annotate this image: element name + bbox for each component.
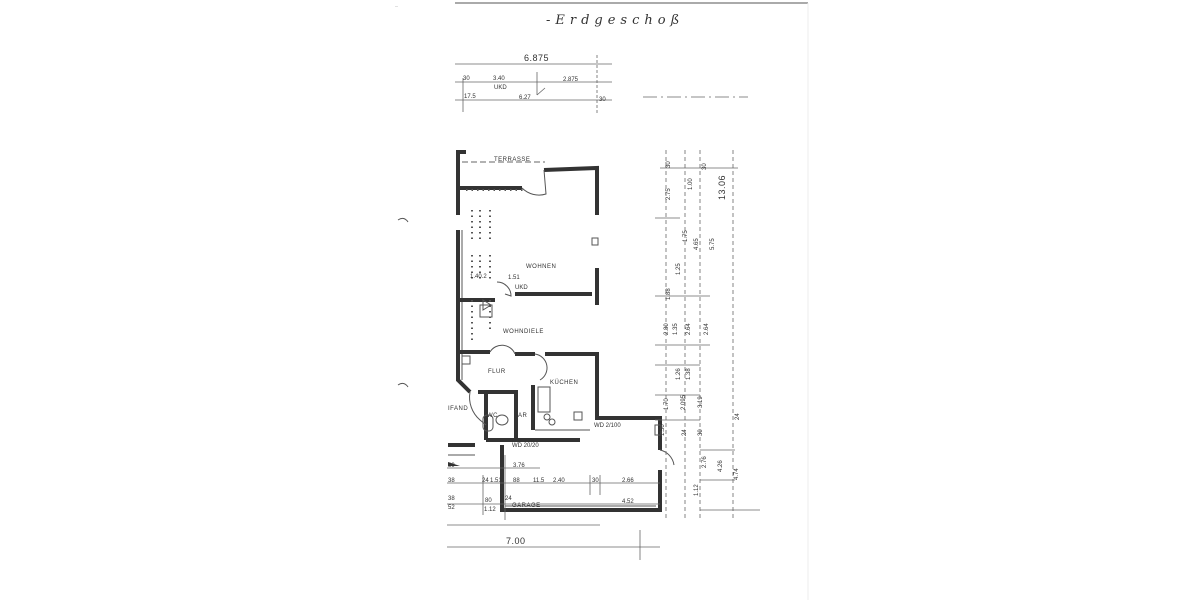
dimension-label: 1.25: [676, 263, 682, 275]
dimension-label: 30: [702, 163, 708, 170]
terrace-door: [521, 169, 547, 196]
dimension-label: 1.26: [676, 368, 682, 380]
dimension-label: 2.095: [681, 394, 687, 410]
dimension-label: 88: [513, 478, 520, 484]
room-flur: FLUR: [488, 369, 506, 375]
dimension-label: 80: [485, 498, 492, 504]
dimension-label: 3.76: [513, 463, 525, 469]
room-eingang: IFAND: [448, 406, 468, 412]
dimension-label: 6.27: [519, 95, 531, 101]
dimension-label: 1.38: [686, 368, 692, 380]
dining-furniture: [466, 189, 526, 340]
dimension-label: 1.70: [664, 398, 670, 410]
dimension-label: 11.5: [533, 478, 545, 484]
punch-hole: [397, 382, 409, 388]
dim-overall-width: 6.875: [524, 53, 549, 63]
dim-door-2: 1.40.2: [470, 274, 487, 280]
label-ukd: UKD: [515, 285, 528, 291]
dim-overall-depth: 13.06: [717, 175, 727, 200]
dimension-label: 4.26: [718, 460, 724, 472]
dimension-label: 24: [482, 478, 489, 484]
dimension-label: 4.65: [694, 238, 700, 250]
dim-overall-bottom: 7.00: [506, 536, 526, 546]
dimension-label: 30: [463, 76, 470, 82]
room-terrasse: TERRASSE: [494, 157, 530, 163]
dimension-label: 2.64: [704, 323, 710, 335]
room-kuechen: KÜCHEN: [550, 379, 578, 386]
label-wd-1: WD 20/20: [512, 443, 539, 449]
dimension-label: 1.12: [484, 507, 496, 513]
room-wohndiele: WOHNDIELE: [503, 329, 544, 335]
right-dimensions: 30 30 13.06 2.75 1.00 1.75 4.65 5.75 1.2…: [655, 150, 760, 520]
dimension-label: 1.50: [660, 424, 666, 436]
dimension-label: 3.19: [698, 396, 704, 408]
dimension-label: 2.80: [664, 323, 670, 335]
dimension-label: 2.75: [666, 188, 672, 200]
room-garage: GARAGE: [512, 503, 541, 509]
walls: [448, 150, 662, 512]
dimension-label: 52: [448, 505, 455, 511]
room-wohnen: WOHNEN: [526, 264, 556, 270]
toilet-icon: [482, 414, 494, 432]
dim-door: 1.51: [508, 275, 520, 281]
dimension-label: 1.12: [694, 484, 700, 496]
room-wc: WC: [487, 413, 498, 419]
header-mark: ...: [395, 3, 398, 8]
dimension-label: 30: [592, 478, 599, 484]
stove-icon: [543, 413, 551, 421]
dimension-label: 4.74: [734, 468, 740, 480]
dimension-label: 4.52: [622, 499, 634, 505]
dimension-label: 30: [599, 97, 606, 103]
dimension-label: 24: [735, 413, 741, 420]
dimension-label: 38: [448, 496, 455, 502]
dimension-label: 30: [666, 161, 672, 168]
punch-hole: [397, 217, 409, 223]
dimension-label: 1.00: [688, 178, 694, 190]
dimension-label: 39: [448, 463, 455, 469]
dimension-label: 2.40: [553, 478, 565, 484]
dimension-label: 17.5: [464, 94, 476, 100]
dimension-label: 1.35: [673, 323, 679, 335]
door-garage: [659, 449, 675, 466]
dimension-label: UKD: [494, 85, 507, 91]
dimension-label: 24: [505, 496, 512, 502]
dimension-label: 3.40: [493, 76, 505, 82]
plan-title: -Erdgeschoß: [546, 13, 684, 28]
dimension-label: 2.64: [686, 323, 692, 335]
dimension-label: 1.88: [666, 288, 672, 300]
dimension-label: 5.75: [710, 238, 716, 250]
dimension-label: 38: [448, 478, 455, 484]
dimension-label: 2.66: [622, 478, 634, 484]
dimension-label: 1.75: [683, 230, 689, 242]
door-wohndiele: [489, 344, 516, 355]
label-wd-2: WD 2/100: [594, 423, 621, 429]
dimension-label: 30: [698, 429, 704, 436]
sink-icon: [495, 414, 509, 426]
top-dimensions: 6.875 30 3.40 UKD 2.875 17.5 6.27 30: [455, 53, 748, 115]
dimension-label: 24: [682, 429, 688, 436]
room-ar: AR: [518, 413, 528, 419]
door-entrance: [469, 391, 487, 426]
dimension-label: 1.51: [490, 478, 502, 484]
door-kueche: [534, 353, 548, 381]
door-wohnen: [496, 281, 512, 297]
dimension-label: 2.875: [563, 77, 579, 83]
dimension-label: 2.76: [702, 456, 708, 468]
bottom-dimensions: 3.76 39 38 24 1.51 88 11.5 2.40 30 2.66 …: [447, 455, 660, 560]
